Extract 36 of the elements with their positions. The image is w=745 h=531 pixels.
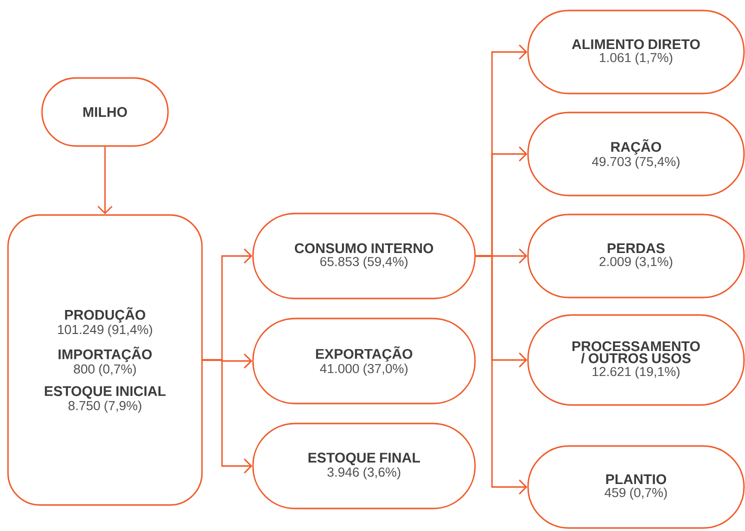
process-box (527, 214, 745, 298)
value: 101.249 (91,4%) (58, 324, 152, 337)
process-box (527, 445, 745, 529)
heading: RAÇÃO (611, 139, 662, 155)
heading: ESTOQUE FINAL (308, 452, 420, 466)
value: 65.853 (59,4%) (320, 256, 408, 269)
process-box (527, 10, 745, 94)
value: 1.061 (1,7%) (600, 52, 672, 65)
arrow (202, 359, 252, 474)
heading: IMPORTAÇÃO (58, 346, 152, 362)
heading: PERDAS (608, 243, 665, 254)
value: 3.946 (3,6%) (327, 467, 400, 480)
heading: PLANTIO (606, 474, 666, 484)
process-box (7, 214, 203, 506)
value: 12.621 (19,1%) (592, 366, 680, 379)
arrow (98, 146, 112, 214)
process-box (252, 422, 476, 510)
heading: ESTOQUE INICIAL (44, 386, 166, 399)
value: 459 (0,7%) (604, 488, 667, 500)
arrow (476, 255, 528, 494)
heading: PROCESSAMENTO / OUTROS USOS (572, 341, 700, 364)
process-box (41, 77, 169, 147)
value: 2.009 (3,1%) (600, 256, 672, 269)
value: 800 (0,7%) (74, 364, 136, 376)
process-box (252, 212, 476, 300)
heading: PRODUÇÃO (65, 307, 146, 323)
heading: CONSUMO INTERNO (294, 243, 434, 254)
heading: ALIMENTO DIRETO (572, 39, 700, 50)
value: 41.000 (37,0%) (320, 364, 408, 376)
value: 49.703 (75,4%) (592, 156, 680, 169)
process-box (527, 112, 745, 196)
process-box (527, 314, 745, 406)
heading: MILHO (83, 107, 127, 117)
process-box (252, 318, 476, 404)
value: 8.750 (7,9%) (68, 400, 142, 413)
heading: EXPORTAÇÃO (316, 346, 412, 362)
